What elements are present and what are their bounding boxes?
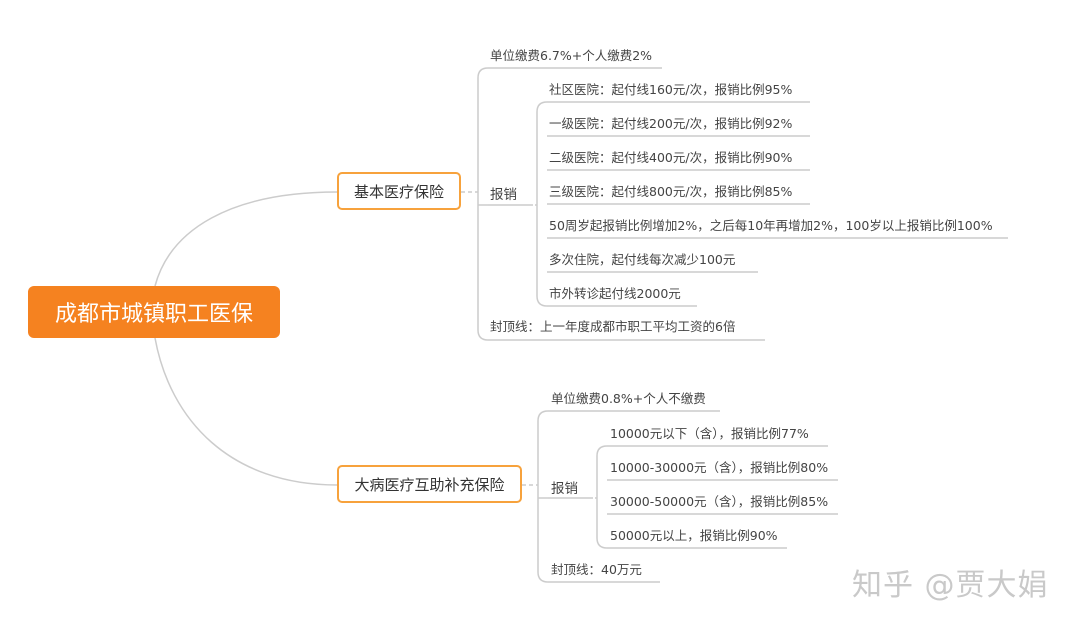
- critical-reimburse-label[interactable]: 报销: [551, 481, 578, 497]
- basic-item[interactable]: 社区医院：起付线160元/次，报销比例95%: [549, 82, 793, 97]
- basic-item[interactable]: 一级医院：起付线200元/次，报销比例92%: [549, 116, 793, 131]
- basic-item[interactable]: 二级医院：起付线400元/次，报销比例90%: [549, 150, 793, 165]
- basic-insurance-topic[interactable]: 基本医疗保险: [337, 172, 461, 210]
- basic-item[interactable]: 多次住院，起付线每次减少100元: [549, 252, 736, 267]
- critical-bracket: [537, 410, 549, 583]
- critical-item[interactable]: 10000元以下（含），报销比例77%: [610, 426, 809, 441]
- critical-contribution[interactable]: 单位缴费0.8%+个人不缴费: [551, 391, 706, 406]
- critical-item[interactable]: 10000-30000元（含），报销比例80%: [610, 460, 829, 475]
- basic-bracket: [477, 67, 489, 341]
- critical-item[interactable]: 50000元以上，报销比例90%: [610, 528, 778, 543]
- basic-item[interactable]: 三级医院：起付线800元/次，报销比例85%: [549, 184, 793, 199]
- basic-reimburse-bracket: [536, 101, 548, 307]
- critical-insurance-topic[interactable]: 大病医疗互助补充保险: [337, 465, 522, 503]
- basic-item[interactable]: 50周岁起报销比例增加2%，之后每10年再增加2%，100岁以上报销比例100%: [549, 218, 993, 233]
- basic-contribution[interactable]: 单位缴费6.7%+个人缴费2%: [490, 48, 653, 63]
- root-to-basic-line: [154, 191, 338, 287]
- basic-cap[interactable]: 封顶线：上一年度成都市职工平均工资的6倍: [490, 319, 736, 334]
- critical-reimburse-bracket: [596, 445, 608, 549]
- critical-item[interactable]: 30000-50000元（含），报销比例85%: [610, 494, 829, 509]
- watermark: 知乎 @贾大娟: [852, 568, 1049, 603]
- basic-item[interactable]: 市外转诊起付线2000元: [549, 286, 681, 301]
- root-topic[interactable]: 成都市城镇职工医保: [28, 286, 280, 338]
- root-to-critical-line: [154, 337, 338, 486]
- basic-reimburse-label[interactable]: 报销: [490, 187, 517, 203]
- critical-cap[interactable]: 封顶线：40万元: [551, 562, 642, 577]
